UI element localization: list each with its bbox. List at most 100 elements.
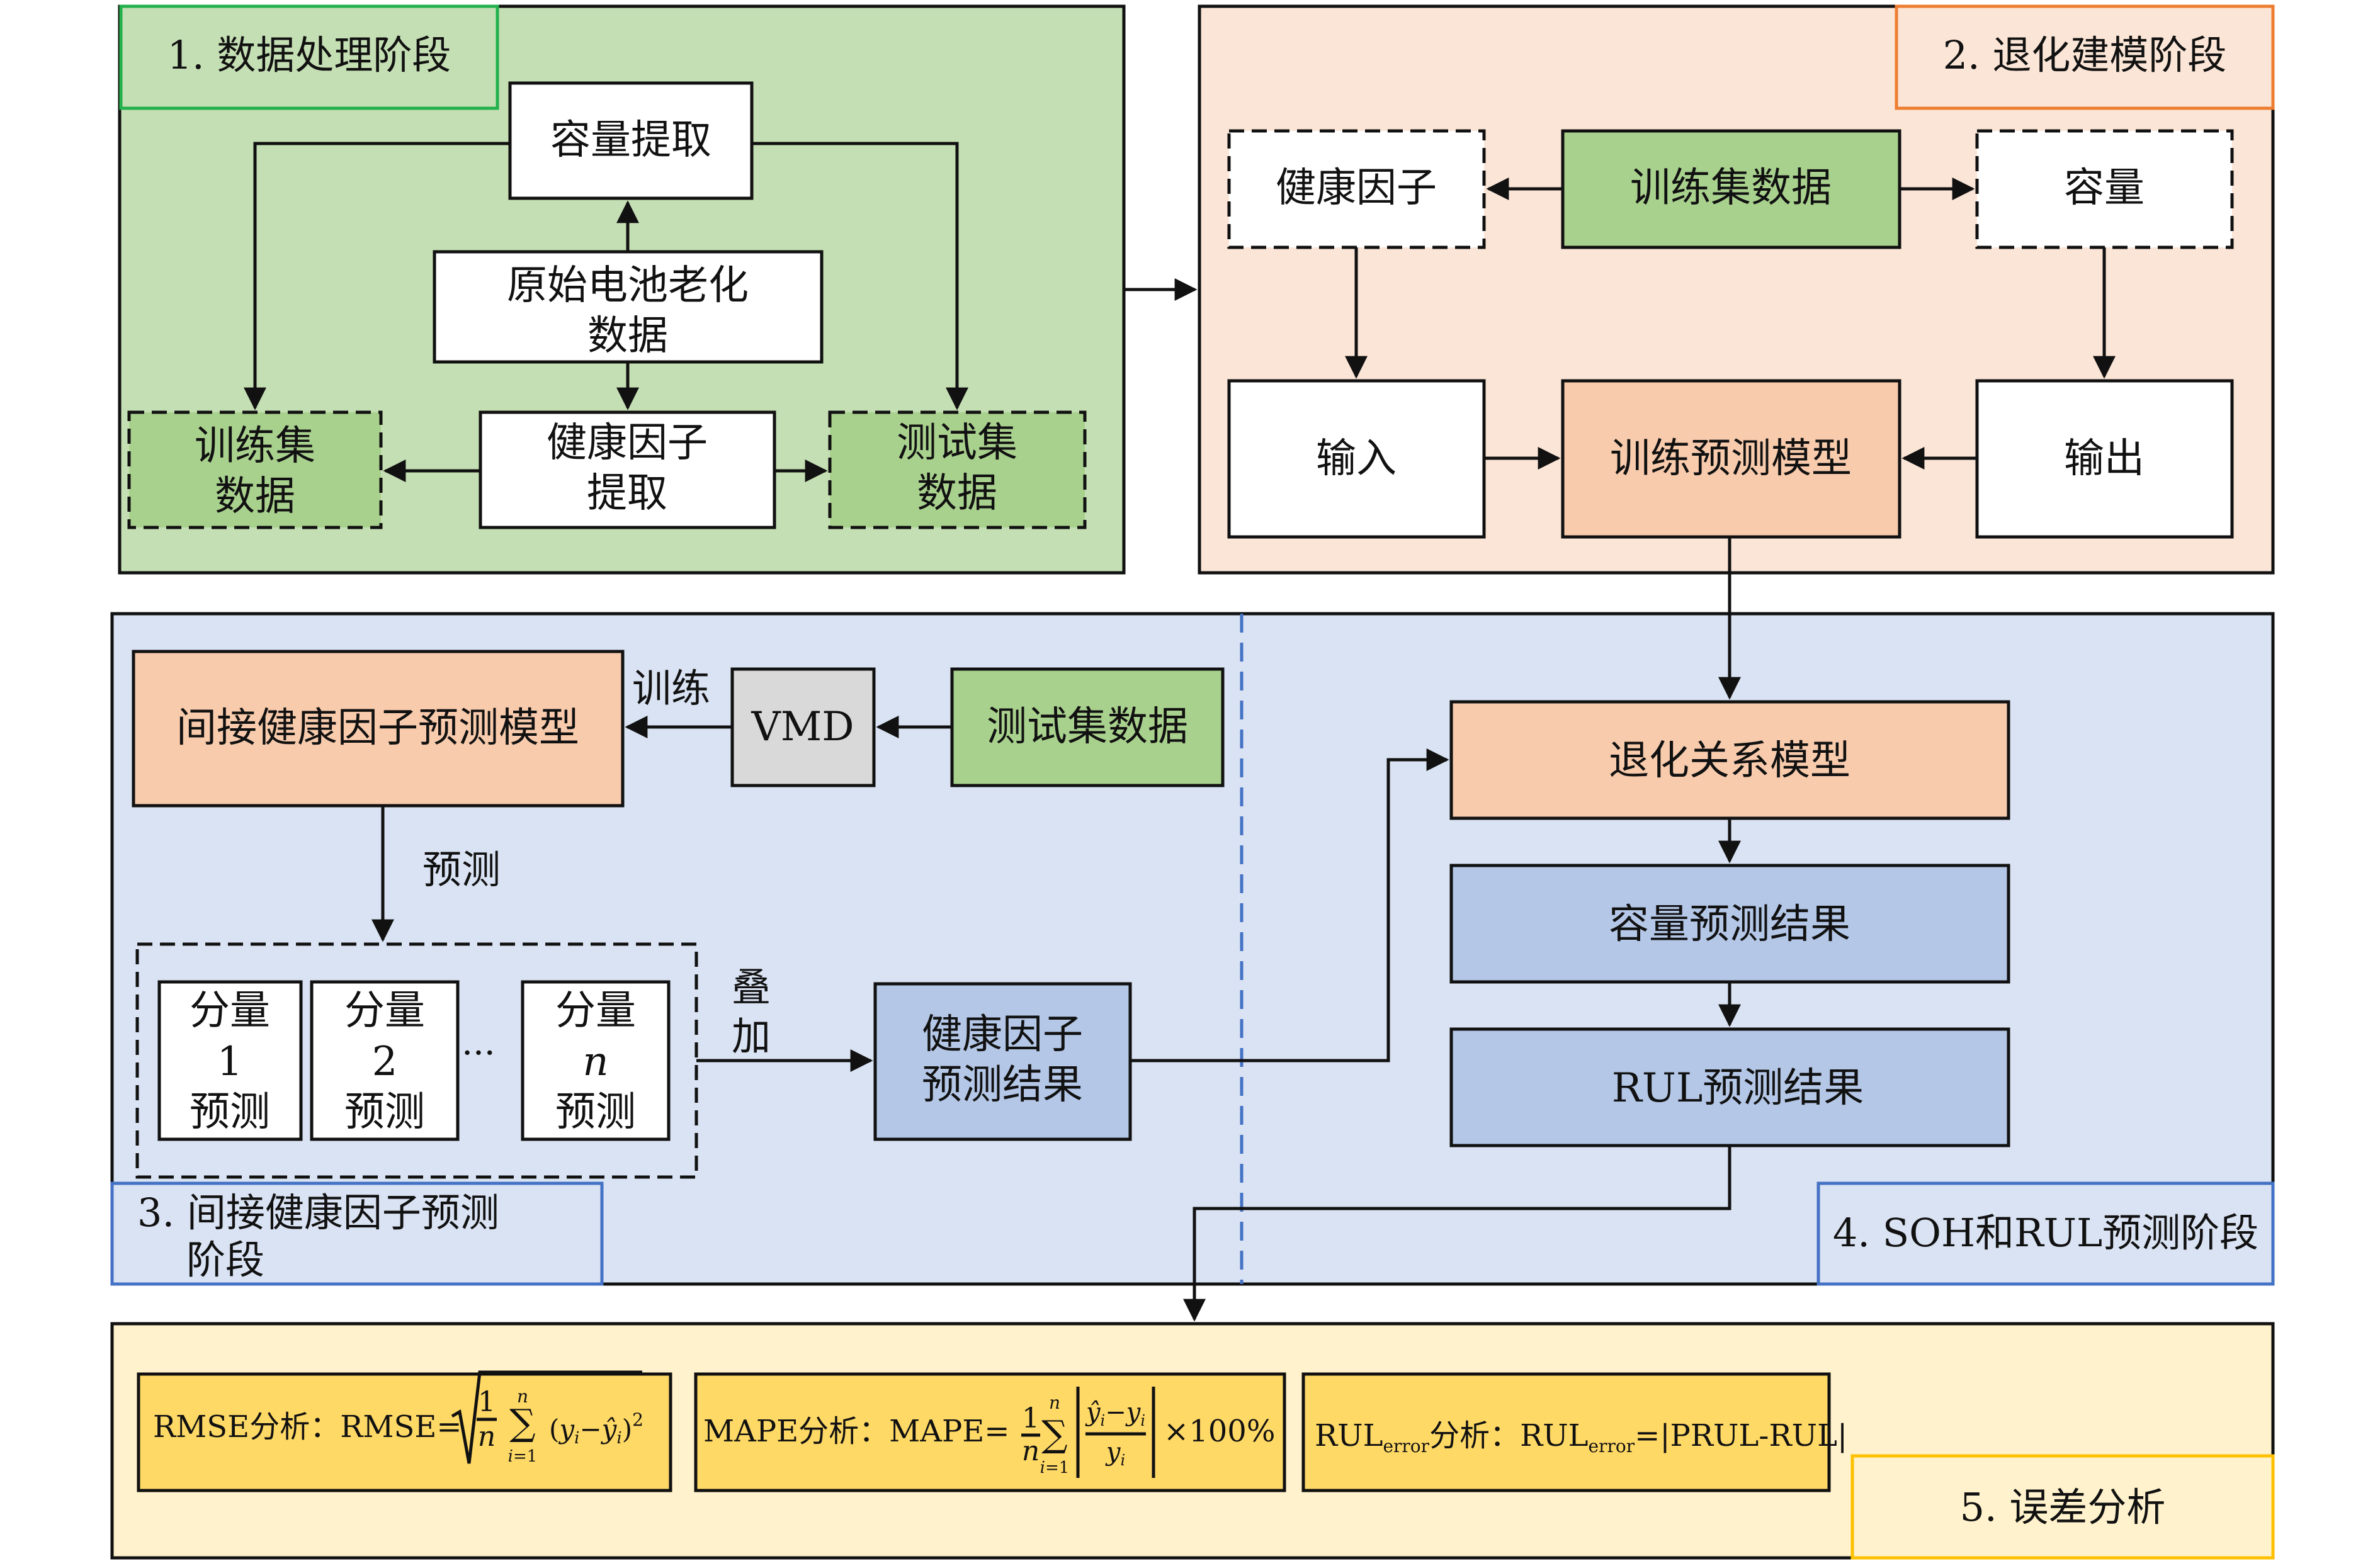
- mape-formula: 1 n n ∑ i=1 ŷi−yi yi: [1021, 1387, 1155, 1478]
- capacity-text: 容量: [2064, 165, 2145, 211]
- component-1-predict: 预测: [190, 1089, 270, 1136]
- degradation-model-text: 退化关系模型: [1609, 738, 1850, 784]
- svg-text:ŷi−yi: ŷi−yi: [1085, 1398, 1145, 1429]
- components-ellipsis: ···: [462, 1033, 495, 1074]
- stage2-label: 2. 退化建模阶段: [1943, 32, 2227, 78]
- svg-text:n: n: [1049, 1392, 1060, 1413]
- svg-text:n: n: [478, 1421, 496, 1453]
- rul-error-box: [1301, 1372, 1831, 1492]
- mape-prefix: MAPE分析：MAPE=: [703, 1414, 1010, 1449]
- raw-data-node: [433, 250, 824, 364]
- stage1-label: 1. 数据处理阶段: [167, 32, 451, 78]
- test-set-text: 测试集数据: [987, 704, 1188, 750]
- hf-extract-text-2: 提取: [587, 470, 667, 517]
- hf-text: 健康因子: [1276, 165, 1437, 211]
- svg-text:n: n: [517, 1386, 528, 1407]
- test-data-text-2: 数据: [917, 470, 997, 517]
- hf-extract-node: [479, 410, 776, 529]
- capacity-node: [1975, 129, 2234, 249]
- stage3-label-box: [110, 1181, 604, 1286]
- component-n-node: [521, 980, 671, 1141]
- rmse-box: [137, 1372, 672, 1492]
- arrow-rul-to-error-analysis: [1183, 1146, 1731, 1322]
- component-2-index: 2: [372, 1039, 398, 1085]
- train-data-text-2: 数据: [215, 473, 295, 520]
- output-text: 输出: [2064, 436, 2145, 482]
- svg-text:1: 1: [1022, 1402, 1040, 1434]
- component-n-index: n: [582, 1039, 608, 1085]
- raw-data-text-1: 原始电池老化: [507, 262, 749, 309]
- rul-error-prefix-main: RUL: [1315, 1418, 1383, 1453]
- rmse-formula: 1 n n ∑ i=1 (yi−ŷi)2: [451, 1370, 643, 1466]
- component-1-node: [157, 980, 303, 1141]
- capacity-result-node: [1449, 864, 2010, 984]
- test-data-node: [828, 410, 1087, 529]
- rul-error-text: RULerror分析：RULerror=|PRUL-RUL|: [1315, 1418, 1847, 1457]
- input-node: [1227, 379, 1486, 539]
- rul-result-text: RUL预测结果: [1612, 1065, 1864, 1112]
- stage1-label-box: [119, 4, 499, 110]
- component-n-predict: 预测: [555, 1089, 636, 1136]
- rul-error-eq-rest: =|PRUL-RUL|: [1635, 1418, 1847, 1453]
- train-model-node: [1561, 379, 1901, 539]
- svg-text:1: 1: [478, 1386, 496, 1418]
- train-set-text: 训练集数据: [1630, 165, 1832, 211]
- hf-result-node: [873, 982, 1132, 1141]
- component-2-predict: 预测: [344, 1089, 425, 1136]
- component-2-node: [310, 980, 460, 1141]
- raw-data-text-2: 数据: [587, 313, 668, 359]
- input-text: 输入: [1316, 436, 1397, 482]
- arrow-capacity-to-train: [244, 142, 510, 410]
- svg-text:(yi−ŷi)2: (yi−ŷi)2: [549, 1409, 643, 1448]
- superpose-label-1: 叠: [732, 964, 771, 1010]
- stage4-label: 4. SOH和RUL预测阶段: [1833, 1210, 2258, 1256]
- train-model-text: 训练预测模型: [1610, 436, 1852, 482]
- svg-text:i=1: i=1: [508, 1447, 538, 1466]
- hf-node: [1227, 129, 1486, 249]
- component-1-word: 分量: [190, 988, 270, 1034]
- train-set-node: [1561, 129, 1901, 249]
- rul-error-prefix-sub: error: [1383, 1436, 1429, 1457]
- capacity-extract-text: 容量提取: [550, 117, 711, 164]
- component-1-index: 1: [217, 1039, 243, 1085]
- indirect-model-text: 间接健康因子预测模型: [176, 705, 579, 752]
- capacity-extract-node: [508, 81, 754, 200]
- stage2-label-box: [1895, 4, 2275, 110]
- stage5-label-box: [1850, 1454, 2275, 1560]
- degradation-model-node: [1449, 700, 2010, 820]
- component-2-word: 分量: [344, 988, 425, 1034]
- svg-text:n: n: [1022, 1435, 1040, 1467]
- rmse-prefix: RMSE分析：RMSE=: [153, 1409, 462, 1445]
- rul-error-eq-sub: error: [1589, 1436, 1635, 1457]
- rul-error-prefix-rest: 分析：RUL: [1429, 1418, 1588, 1453]
- svg-text:yi: yi: [1105, 1438, 1125, 1469]
- superpose-label-2: 加: [732, 1013, 771, 1059]
- mape-suffix: ×100%: [1164, 1414, 1275, 1449]
- hf-result-text-2: 预测结果: [922, 1062, 1083, 1108]
- stage3-label-line1: 3. 间接健康因子预测: [137, 1190, 499, 1236]
- svg-text:∑: ∑: [509, 1401, 535, 1444]
- capacity-result-text: 容量预测结果: [1609, 901, 1850, 948]
- stage3-label-line2: 阶段: [186, 1237, 264, 1283]
- hf-extract-text-1: 健康因子: [547, 420, 708, 466]
- mape-box: [694, 1372, 1286, 1492]
- component-n-word: 分量: [555, 988, 636, 1034]
- vmd-node: [730, 667, 876, 787]
- stage4-label-box: [1816, 1181, 2275, 1286]
- predict-label: 预测: [422, 847, 501, 893]
- arrow-capacity-to-test: [752, 142, 968, 410]
- train-label: 训练: [632, 665, 710, 711]
- svg-text:i=1: i=1: [1040, 1458, 1070, 1477]
- vmd-text: VMD: [751, 704, 854, 750]
- indirect-model-node: [132, 650, 625, 808]
- test-set-node: [950, 667, 1225, 787]
- train-data-node: [127, 410, 383, 529]
- hf-result-text-1: 健康因子: [922, 1012, 1083, 1058]
- test-data-text-1: 测试集: [897, 420, 1017, 466]
- svg-text:∑: ∑: [1041, 1412, 1067, 1455]
- components-group: [135, 942, 698, 1179]
- train-data-text-1: 训练集: [195, 423, 315, 470]
- arrow-hf-result-to-degradation: [1130, 748, 1449, 1062]
- stage5-label: 5. 误差分析: [1960, 1484, 2166, 1530]
